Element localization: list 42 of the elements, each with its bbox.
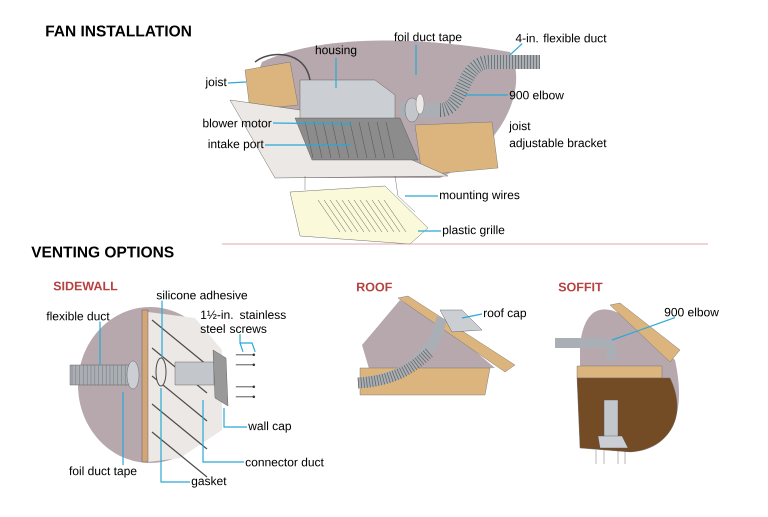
subsection-heading: ROOF <box>357 282 392 292</box>
subsection-heading: SIDEWALL <box>54 282 118 290</box>
leader-line <box>462 313 482 319</box>
part-label: joist <box>205 77 227 89</box>
part-label: 1½-in. stainless steel screws <box>200 310 286 333</box>
section-heading: VENTING OPTIONS <box>31 246 174 258</box>
leader-line <box>223 408 247 428</box>
part-label: roof cap <box>484 308 526 320</box>
part-label: wall cap <box>248 421 292 433</box>
part-label: silicone adhesive <box>156 290 248 300</box>
leader-line <box>335 58 337 88</box>
leader-line <box>465 94 508 96</box>
leader-line <box>239 334 256 352</box>
part-label: connector duct <box>246 458 324 466</box>
leader-line <box>228 81 246 84</box>
leader-line <box>418 230 441 232</box>
part-label: blower motor <box>203 118 272 128</box>
leader-line <box>415 44 417 75</box>
part-label: plastic grille <box>442 225 504 237</box>
part-label: intake port <box>208 139 264 151</box>
part-label: mounting wires <box>440 190 520 202</box>
leader-line <box>160 388 190 483</box>
part-label: foil duct tape <box>69 466 136 478</box>
leader-line <box>405 195 438 197</box>
part-label: 4-in. flexible duct <box>516 34 606 42</box>
leader-line <box>273 122 352 125</box>
screws-drawing <box>235 354 256 398</box>
part-label: flexible duct <box>46 312 110 320</box>
subsection-heading: SOFFIT <box>558 282 603 292</box>
part-label: 900 elbow <box>664 308 719 316</box>
part-label: housing <box>316 45 356 57</box>
leader-line <box>202 400 244 463</box>
leader-line <box>161 300 163 358</box>
part-label: 900 elbow <box>510 90 564 100</box>
part-label: gasket <box>192 476 226 488</box>
part-label: adjustable bracket <box>510 138 606 150</box>
part-label: foil duct tape <box>394 32 462 44</box>
leader-line <box>612 317 676 341</box>
section-heading: FAN INSTALLATION <box>46 26 191 36</box>
leader-line <box>265 144 350 146</box>
leader-line <box>510 43 523 56</box>
part-label: joist <box>508 121 530 133</box>
